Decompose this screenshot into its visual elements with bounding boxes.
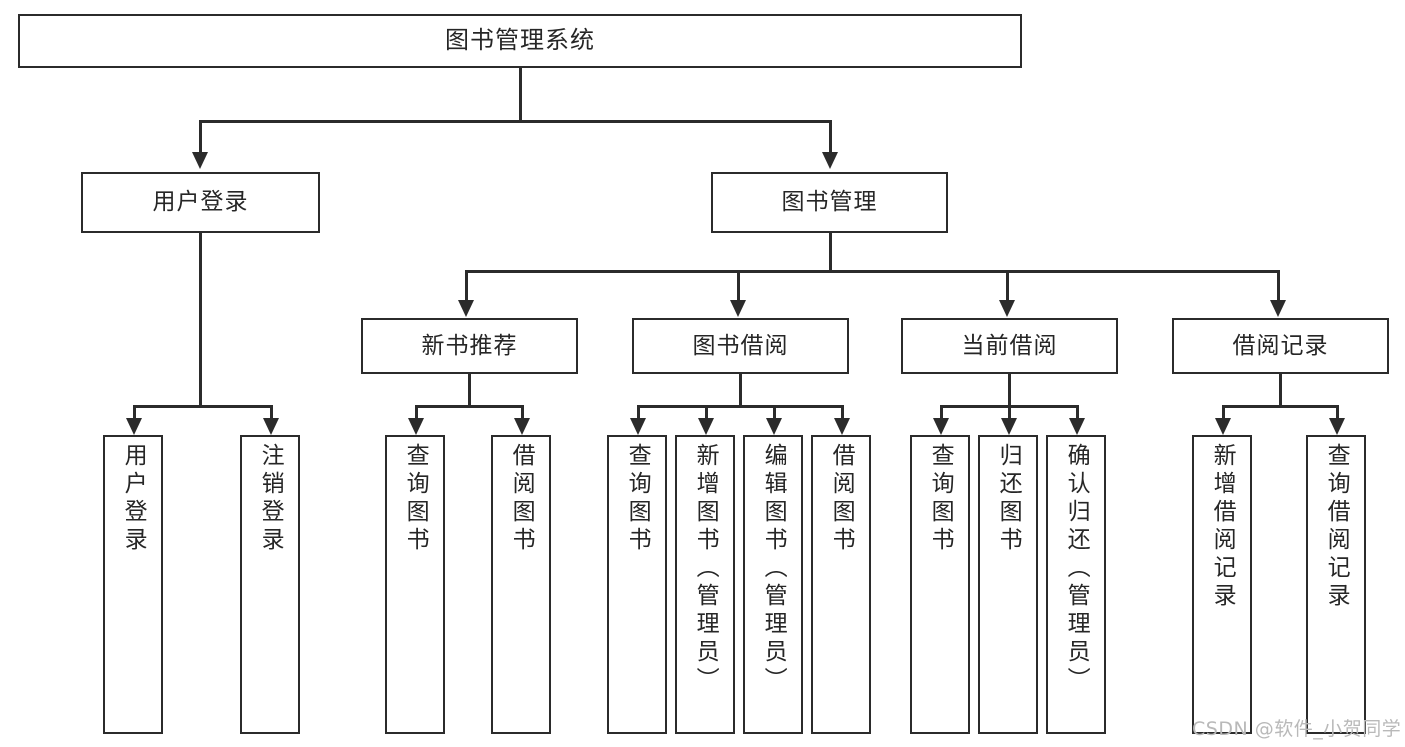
connector-drop-new-book-recommend [465,270,468,302]
node-book-management-label: 图书管理 [781,189,878,216]
connector-drop-leaf-logout [270,405,273,420]
connector-book-management-stem [829,233,832,270]
leaf-query-borrow-record[interactable]: 查询借阅记录 [1306,435,1366,734]
arrowhead-leaf-query-record [1329,418,1345,435]
node-book-borrow[interactable]: 图书借阅 [632,318,849,374]
connector-root-stem [519,68,522,120]
leaf-query-borrow-record-label: 查询借阅记录 [1323,443,1350,611]
leaf-add-book-admin[interactable]: 新增图书（管理员） [675,435,735,734]
arrowhead-leaf-query-book-1 [408,418,424,435]
leaf-borrow-book-1-label: 借阅图书 [508,443,535,555]
node-new-book-recommend[interactable]: 新书推荐 [361,318,578,374]
arrowhead-leaf-borrow-book-1 [514,418,530,435]
arrowhead-borrow-record [1270,300,1286,317]
connector-borrow-record-stem [1279,374,1282,405]
arrowhead-new-book-recommend [458,300,474,317]
leaf-add-borrow-record-label: 新增借阅记录 [1209,443,1236,611]
node-root-label: 图书管理系统 [445,26,595,55]
connector-new-book-leaf-bus [415,405,523,408]
arrowhead-user-login [192,152,208,169]
leaf-edit-book-admin[interactable]: 编辑图书（管理员） [743,435,803,734]
leaf-borrow-book-2-label: 借阅图书 [828,443,855,555]
leaf-borrow-book-2[interactable]: 借阅图书 [811,435,871,734]
connector-book-borrow-leaf-bus [637,405,842,408]
arrowhead-leaf-edit-book [766,418,782,435]
connector-user-login-stem [199,233,202,405]
node-book-management[interactable]: 图书管理 [711,172,948,233]
leaf-edit-book-admin-label: 编辑图书（管理员） [760,443,787,695]
leaf-add-borrow-record[interactable]: 新增借阅记录 [1192,435,1252,734]
arrowhead-leaf-query-book-3 [933,418,949,435]
connector-borrow-record-leaf-bus [1222,405,1338,408]
leaf-add-book-admin-label: 新增图书（管理员） [692,443,719,695]
connector-book-borrow-stem [739,374,742,405]
leaf-confirm-return-admin-label: 确认归还（管理员） [1063,443,1090,695]
connector-drop-leaf-return-book [1008,405,1011,420]
connector-drop-leaf-confirm-return [1076,405,1079,420]
arrowhead-leaf-return-book [1001,418,1017,435]
arrowhead-leaf-add-record [1215,418,1231,435]
csdn-watermark: CSDN @软件_小贺同学 [1192,718,1402,740]
connector-drop-leaf-add-record [1222,405,1225,420]
arrowhead-leaf-confirm-return [1069,418,1085,435]
connector-level3-bus [465,270,1277,273]
node-user-login-label: 用户登录 [152,189,249,216]
node-user-login[interactable]: 用户登录 [81,172,320,233]
leaf-query-book-2[interactable]: 查询图书 [607,435,667,734]
arrowhead-current-borrow [999,300,1015,317]
leaf-return-book-label: 归还图书 [995,443,1022,555]
connector-drop-book-management [829,120,832,152]
node-new-book-recommend-label: 新书推荐 [421,332,518,359]
arrowhead-leaf-borrow-book-2 [834,418,850,435]
arrowhead-leaf-query-book-2 [630,418,646,435]
arrowhead-book-management [822,152,838,169]
leaf-borrow-book-1[interactable]: 借阅图书 [491,435,551,734]
connector-user-login-leaf-bus [133,405,272,408]
connector-drop-leaf-user-login [133,405,136,420]
node-borrow-record[interactable]: 借阅记录 [1172,318,1389,374]
arrowhead-book-borrow [730,300,746,317]
node-borrow-record-label: 借阅记录 [1232,332,1329,359]
leaf-logout-login[interactable]: 注销登录 [240,435,300,734]
connector-drop-leaf-query-book-1 [415,405,418,420]
connector-drop-leaf-borrow-book-2 [841,405,844,420]
connector-drop-borrow-record [1277,270,1280,302]
node-book-borrow-label: 图书借阅 [692,332,789,359]
arrowhead-leaf-add-book [698,418,714,435]
connector-current-borrow-stem [1008,374,1011,405]
leaf-return-book[interactable]: 归还图书 [978,435,1038,734]
connector-drop-current-borrow [1006,270,1009,302]
leaf-user-login-label: 用户登录 [120,443,147,555]
connector-drop-leaf-query-record [1336,405,1339,420]
connector-drop-book-borrow [737,270,740,302]
connector-drop-leaf-borrow-book-1 [521,405,524,420]
leaf-query-book-1[interactable]: 查询图书 [385,435,445,734]
connector-drop-leaf-edit-book [773,405,776,420]
connector-new-book-stem [468,374,471,405]
node-current-borrow-label: 当前借阅 [961,332,1058,359]
node-current-borrow[interactable]: 当前借阅 [901,318,1118,374]
leaf-query-book-1-label: 查询图书 [402,443,429,555]
leaf-query-book-3[interactable]: 查询图书 [910,435,970,734]
arrowhead-leaf-logout [263,418,279,435]
arrowhead-leaf-user-login [126,418,142,435]
leaf-query-book-2-label: 查询图书 [624,443,651,555]
connector-drop-leaf-query-book-2 [637,405,640,420]
leaf-query-book-3-label: 查询图书 [927,443,954,555]
leaf-logout-login-label: 注销登录 [257,443,284,555]
leaf-confirm-return-admin[interactable]: 确认归还（管理员） [1046,435,1106,734]
leaf-user-login[interactable]: 用户登录 [103,435,163,734]
connector-drop-leaf-query-book-3 [940,405,943,420]
connector-drop-user-login [199,120,202,152]
connector-drop-leaf-add-book [705,405,708,420]
node-root-system[interactable]: 图书管理系统 [18,14,1022,68]
connector-level2-bus [199,120,831,123]
